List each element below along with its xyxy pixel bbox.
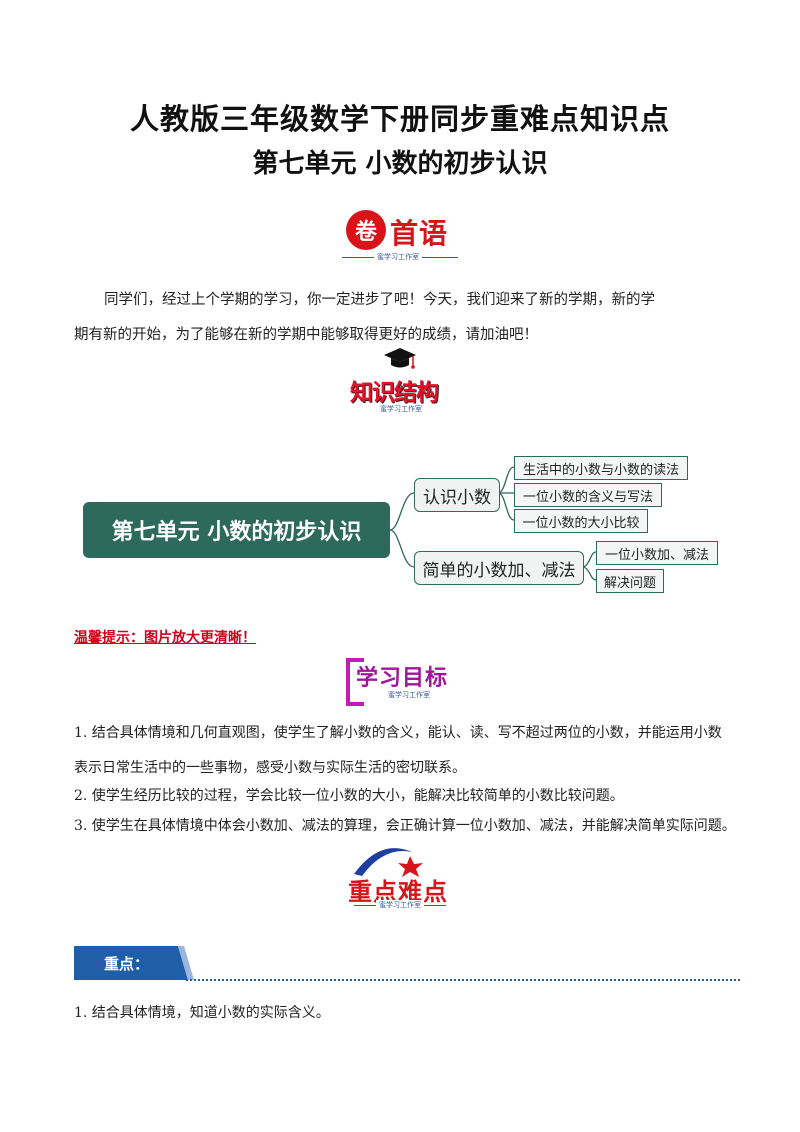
- swoosh-star-icon: [354, 848, 423, 877]
- goal-2: 2. 使学生经历比较的过程，学会比较一位小数的大小，能解决比较简单的小数比较问题…: [74, 788, 624, 804]
- mindmap-branch-recognize: 认识小数: [414, 478, 500, 512]
- goals-badge: 学习目标 蜜学习工作室: [344, 656, 456, 706]
- goals-bracket: [346, 658, 364, 706]
- goal-1-line-2: 表示日常生活中的一些事物，感受小数与实际生活的密切联系。: [74, 760, 466, 776]
- graduation-cap-icon: [384, 348, 416, 369]
- goal-3: 3. 使学生在具体情境中体会小数加、减法的算理，会正确计算一位小数加、减法，并能…: [74, 818, 736, 834]
- zoom-tip: 温馨提示：图片放大更清晰！: [74, 630, 256, 646]
- mindmap-branch-add-subtract: 简单的小数加、减法: [414, 551, 584, 585]
- intro-line-1: 同学们，经过上个学期的学习，你一定进步了吧！今天，我们迎来了新的学期，新的学: [104, 292, 655, 308]
- intro-line-2: 期有新的开始，为了能够在新的学期中能够取得更好的成绩，请加油吧！: [74, 327, 538, 343]
- section-divider: [186, 979, 740, 981]
- mindmap-leaf-meaning: 一位小数的含义与写法: [514, 483, 662, 507]
- preface-badge: 卷 首语 蜜学习工作室: [340, 208, 460, 264]
- structure-tagline: 蜜学习工作室: [380, 405, 422, 413]
- preface-mark: 卷: [354, 220, 377, 245]
- structure-badge: 知识结构 蜜学习工作室: [344, 346, 456, 416]
- preface-tagline: 蜜学习工作室: [374, 252, 422, 262]
- keypoints-tagline: 蜜学习工作室: [376, 900, 424, 910]
- mindmap-root: 第七单元 小数的初步认识: [83, 502, 390, 558]
- mindmap-leaf-reading: 生活中的小数与小数的读法: [514, 456, 688, 480]
- keypoints-badge: 重点难点 蜜学习工作室: [340, 840, 460, 912]
- goals-text: 学习目标: [356, 666, 449, 691]
- mindmap-leaf-problem-solving: 解决问题: [596, 569, 664, 593]
- document-subtitle: 第七单元 小数的初步认识: [252, 149, 548, 179]
- key-point-1: 1. 结合具体情境，知道小数的实际含义。: [74, 1005, 330, 1021]
- document-title: 人教版三年级数学下册同步重难点知识点: [129, 102, 670, 136]
- section-header-label: 重点：: [104, 955, 150, 973]
- preface-text: 首语: [390, 217, 449, 250]
- preface-mark-circle: 卷: [346, 210, 386, 250]
- mindmap-leaf-add-subtract: 一位小数加、减法: [596, 541, 718, 565]
- goal-1-line-1: 1. 结合具体情境和几何直观图，使学生了解小数的含义，能认、读、写不超过两位的小…: [74, 725, 722, 741]
- goals-tagline: 蜜学习工作室: [388, 691, 430, 699]
- mindmap-root-label: 第七单元 小数的初步认识: [111, 520, 362, 545]
- mindmap-leaf-compare: 一位小数的大小比较: [514, 509, 648, 533]
- structure-text: 知识结构: [350, 380, 439, 406]
- section-header-shape: [74, 946, 194, 980]
